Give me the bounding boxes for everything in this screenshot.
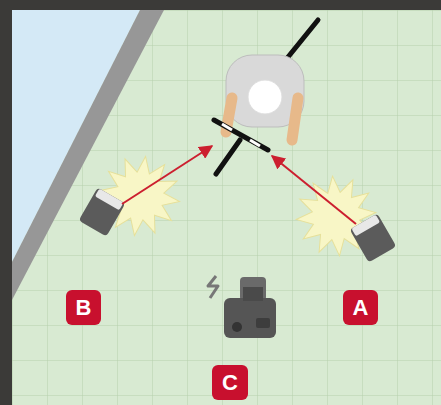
handlebar-grip	[250, 140, 260, 146]
rider-arm	[292, 98, 298, 140]
curb-band	[12, 10, 164, 300]
light-direction-arrow	[122, 146, 212, 204]
flash-unit	[350, 214, 397, 263]
light-direction-arrow	[272, 156, 356, 224]
camera	[224, 277, 276, 338]
floor-grid	[12, 10, 441, 405]
position-letter: B	[76, 297, 92, 319]
rider-head	[248, 80, 282, 114]
position-letter: A	[353, 297, 369, 319]
light-position-label: B	[66, 290, 101, 325]
light-position-label: C	[212, 365, 248, 400]
handlebar	[214, 120, 268, 150]
position-letter: C	[222, 372, 238, 394]
bicycle-rear	[284, 20, 318, 62]
handlebar-grip	[222, 124, 232, 130]
bicycle-front-wheel	[216, 140, 240, 174]
light-position-label: A	[343, 290, 378, 325]
flash-unit	[79, 188, 126, 237]
trigger-signal-symbol	[208, 276, 218, 298]
